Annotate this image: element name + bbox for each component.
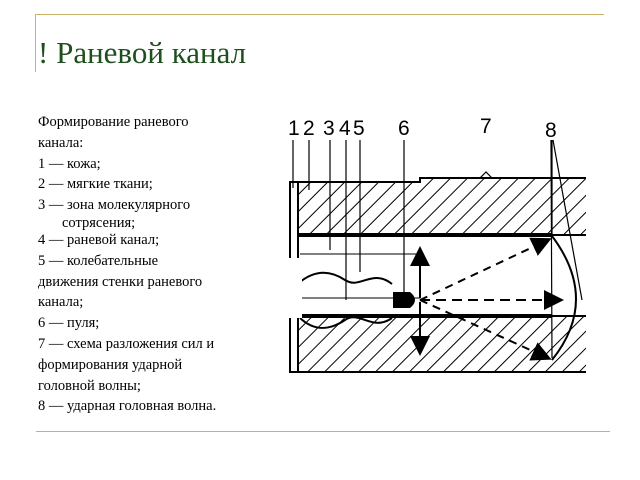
caption-line: движения стенки раневого xyxy=(38,273,203,290)
force-line-upper xyxy=(419,237,552,301)
caption-line: Формирование раневого xyxy=(38,114,189,130)
slide-title: ! Раневой канал xyxy=(38,35,247,70)
caption-line: 5 — колебательные xyxy=(38,252,159,269)
top-rule xyxy=(36,14,604,15)
bullet xyxy=(393,292,415,308)
head-wave xyxy=(551,235,577,361)
leader-8-lower xyxy=(550,139,553,359)
caption-line: 2 — мягкие ткани; xyxy=(38,176,153,193)
label-2: 2 xyxy=(303,117,315,140)
channel-wall-upper xyxy=(299,271,393,285)
leader-7 xyxy=(420,171,586,179)
caption-line: канала; xyxy=(38,294,84,311)
leader-8-right xyxy=(552,139,583,301)
caption-line: 6 — пуля; xyxy=(38,315,100,332)
label-8: 8 xyxy=(545,119,557,142)
caption-line: 7 — схема разложения сил и xyxy=(38,335,215,352)
caption-line: 4 — раневой канал; xyxy=(38,231,160,248)
figure-caption: Формирование раневого канала: 1 — кожа; … xyxy=(38,112,298,417)
label-1: 1 xyxy=(288,117,300,140)
caption-line: сотрясения; xyxy=(62,214,136,231)
bottom-rule xyxy=(36,431,610,432)
label-4: 4 xyxy=(339,117,351,140)
label-6: 6 xyxy=(398,117,410,140)
lower-tissue-block xyxy=(289,315,586,373)
caption-line: 3 — зона молекулярного xyxy=(38,197,191,214)
wound-channel-diagram: 1 2 3 4 5 6 7 8 xyxy=(286,115,586,373)
label-3: 3 xyxy=(323,117,335,140)
upper-tissue-block xyxy=(289,177,586,236)
caption-line: головной волны; xyxy=(38,377,141,394)
caption-line: 1 — кожа; xyxy=(38,155,101,172)
caption-line: канала: xyxy=(38,134,84,151)
caption-line: 8 — ударная головная волна. xyxy=(38,398,217,415)
channel-wall-lower xyxy=(299,316,393,329)
skin-gap xyxy=(286,258,302,318)
force-line-lower xyxy=(419,299,552,361)
left-rule xyxy=(35,14,36,72)
label-7: 7 xyxy=(480,115,492,138)
caption-line: формирования ударной xyxy=(38,356,183,373)
label-5: 5 xyxy=(353,117,365,140)
